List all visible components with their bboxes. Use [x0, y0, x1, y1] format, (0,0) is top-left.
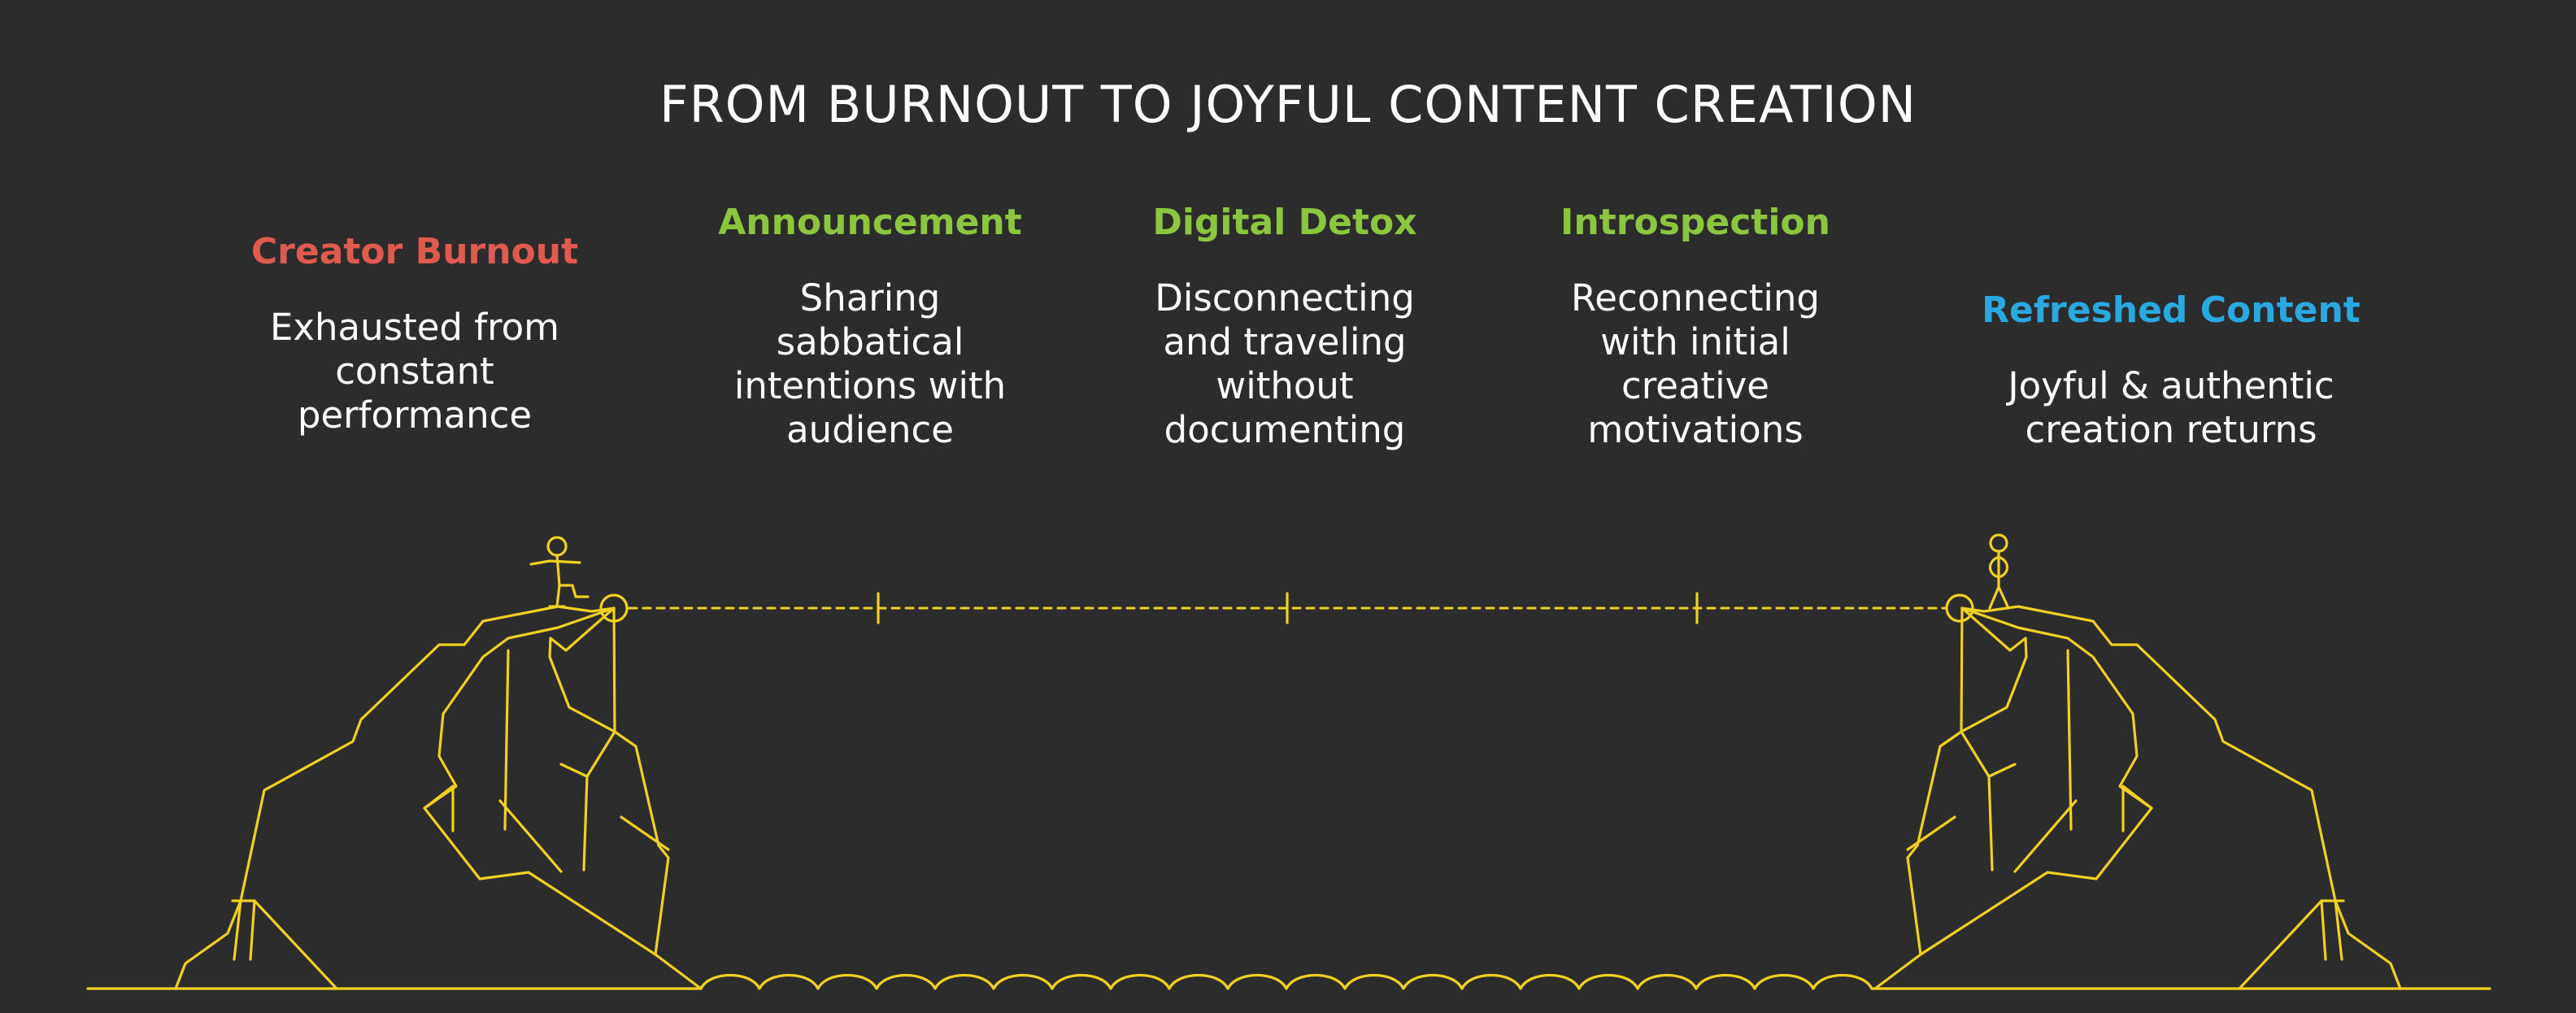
right-cliff — [1875, 606, 2400, 989]
left-cliff — [176, 606, 701, 989]
left-stick-figure-icon — [531, 537, 588, 606]
water-waves — [701, 976, 1872, 989]
right-stick-figure-icon — [1990, 535, 2008, 608]
